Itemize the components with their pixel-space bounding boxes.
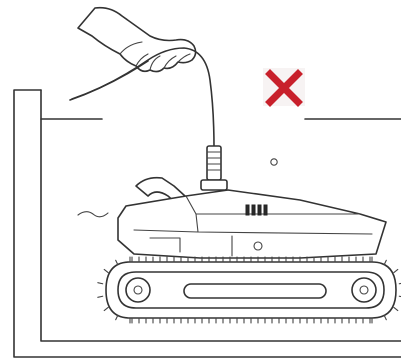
track-tread <box>394 269 398 272</box>
track-tread <box>104 269 108 272</box>
track-tread <box>98 283 103 284</box>
red-x-icon <box>263 68 305 106</box>
track-tread <box>394 307 398 310</box>
pool-cleaner-robot <box>118 178 386 258</box>
cable-swivel-connector <box>201 146 227 190</box>
air-bubble <box>271 159 277 165</box>
crawler-track <box>98 257 401 323</box>
water-ripple <box>78 212 108 217</box>
track-tread <box>104 307 108 310</box>
track-tread <box>98 296 103 297</box>
hand-illustration <box>78 8 196 72</box>
